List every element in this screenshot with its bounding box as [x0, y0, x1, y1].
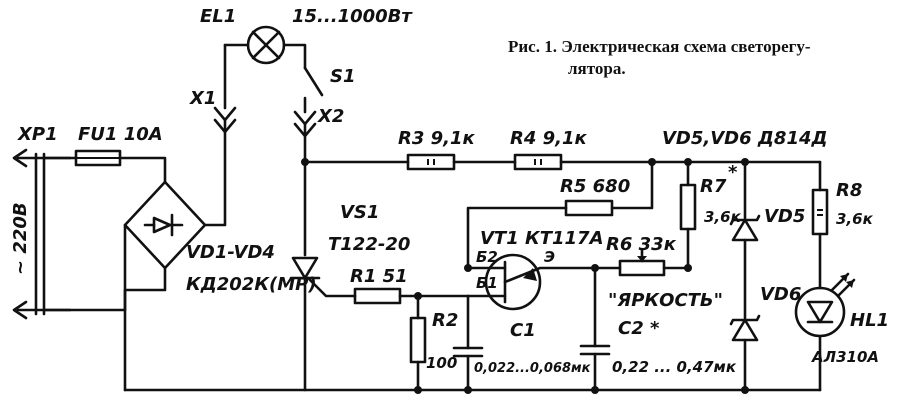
label-r8-value: 3,6к	[836, 210, 874, 228]
label-brightness: "ЯРКОСТЬ"	[608, 290, 723, 311]
label-vs1-type: Т122-20	[328, 234, 410, 255]
label-r8: R8	[836, 180, 862, 201]
label-mains: ~ 220В	[10, 202, 31, 275]
label-vd1-vd4: VD1-VD4	[186, 242, 275, 263]
led-hl1	[794, 272, 856, 338]
resistor-r3	[406, 153, 456, 171]
caption-line-1: Рис. 1. Электрическая схема светорегу-	[508, 37, 811, 56]
label-r4: R4 9,1к	[510, 128, 588, 149]
label-r2-value: 100	[426, 354, 457, 372]
capacitor-c1	[452, 346, 484, 392]
label-r2: R2	[432, 310, 458, 331]
label-fu1: FU1 10A	[78, 124, 163, 145]
fuse-fu1	[42, 149, 167, 184]
figure-caption: Рис. 1. Электрическая схема светорегу- л…	[508, 36, 888, 80]
resistor-r7	[679, 183, 697, 231]
label-c2-value: 0,22 ... 0,47мк	[612, 358, 737, 376]
label-c1: C1	[510, 320, 536, 341]
label-c1-value: 0,022...0,068мк	[474, 361, 592, 376]
label-b2: Б2	[476, 248, 498, 266]
resistor-r1	[353, 287, 402, 305]
label-lamp-power: 15...1000Вт	[292, 6, 413, 27]
label-hl1: HL1	[850, 310, 889, 331]
label-e: Э	[544, 248, 555, 266]
label-r1: R1 51	[350, 266, 408, 287]
label-vd-type: КД202К(МР)	[186, 274, 317, 295]
caption-line-2: лятора.	[568, 59, 626, 78]
label-c2: C2 *	[618, 318, 660, 339]
switch-s1	[303, 66, 324, 114]
label-el1: EL1	[200, 6, 236, 27]
label-r7-value: 3,6к	[704, 208, 742, 226]
label-xp1: XP1	[17, 124, 58, 145]
label-r7-star: *	[728, 162, 738, 183]
label-r6: R6 33к	[606, 234, 677, 255]
transistor-vt1	[466, 253, 597, 311]
label-b1: Б1	[476, 274, 498, 292]
label-s1: S1	[330, 66, 356, 87]
label-vd5-vd6: VD5,VD6 Д814Д	[662, 128, 828, 149]
label-r3: R3 9,1к	[398, 128, 476, 149]
label-hl1-type: АЛ310А	[811, 348, 879, 366]
label-vt1: VT1 КТ117А	[480, 228, 604, 249]
label-vd6: VD6	[760, 284, 801, 305]
label-x1: X1	[189, 88, 216, 109]
resistor-r8	[811, 188, 829, 236]
label-x2: X2	[317, 106, 344, 127]
resistor-r4	[513, 153, 563, 171]
resistor-r5	[564, 199, 614, 217]
zener-vd6	[729, 314, 761, 342]
connector-x1	[213, 43, 237, 134]
connector-x2	[293, 110, 317, 164]
label-vs1: VS1	[340, 202, 379, 223]
label-vd5: VD5	[764, 206, 805, 227]
resistor-r2	[409, 316, 427, 364]
label-r7: R7	[700, 176, 727, 197]
label-r5: R5 680	[560, 176, 630, 197]
thyristor-vs1	[289, 256, 357, 392]
lamp-el1	[223, 25, 307, 70]
capacitor-c2	[579, 266, 611, 392]
